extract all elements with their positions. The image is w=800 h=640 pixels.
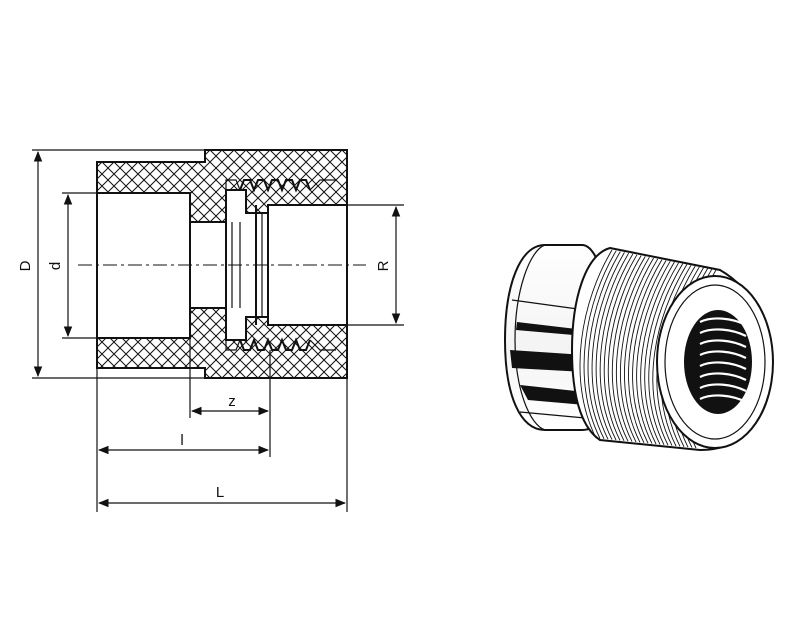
thread-ridge — [699, 328, 747, 337]
thread-ridge — [699, 317, 747, 326]
knurl-ridge — [595, 252, 630, 440]
knurl-ridge — [632, 260, 667, 444]
knurl-ridge — [652, 264, 688, 446]
inner-bore — [190, 221, 227, 309]
label-R: R — [375, 260, 392, 271]
thread-ridge — [699, 372, 747, 381]
fitting-3d-view — [503, 244, 774, 452]
knurl-ridge — [612, 256, 646, 442]
extension-lines — [32, 149, 404, 512]
knurl-ridge — [648, 263, 684, 446]
internal-thread — [699, 317, 747, 403]
knurl-ridge — [603, 254, 638, 441]
thread-ridge — [699, 350, 747, 359]
section-view: D d R z l L — [17, 149, 404, 512]
thread-ridge — [699, 383, 747, 392]
knurl-ridge — [579, 249, 613, 439]
label-L: L — [216, 484, 224, 501]
knurl-ridge — [599, 253, 634, 441]
knurl-ridge — [607, 255, 642, 442]
knurl-ridge — [644, 262, 679, 445]
thread-ridge — [699, 394, 747, 403]
label-D: D — [17, 260, 34, 271]
label-z: z — [228, 393, 236, 410]
knurl-ridge — [583, 250, 617, 439]
knurl-ridge — [591, 252, 625, 440]
label-d: d — [47, 262, 64, 270]
knurl-ridge — [636, 260, 671, 444]
knurl-ridge — [587, 251, 621, 440]
thread-ridge — [699, 361, 747, 370]
knurl-ridge — [624, 258, 659, 443]
label-l: l — [180, 432, 183, 449]
knurl-ridge — [616, 256, 650, 442]
knurl-ridge — [628, 259, 663, 444]
knurl-ridge — [620, 257, 654, 443]
knurl-ridge — [640, 261, 675, 445]
thread-ridge — [699, 339, 747, 348]
